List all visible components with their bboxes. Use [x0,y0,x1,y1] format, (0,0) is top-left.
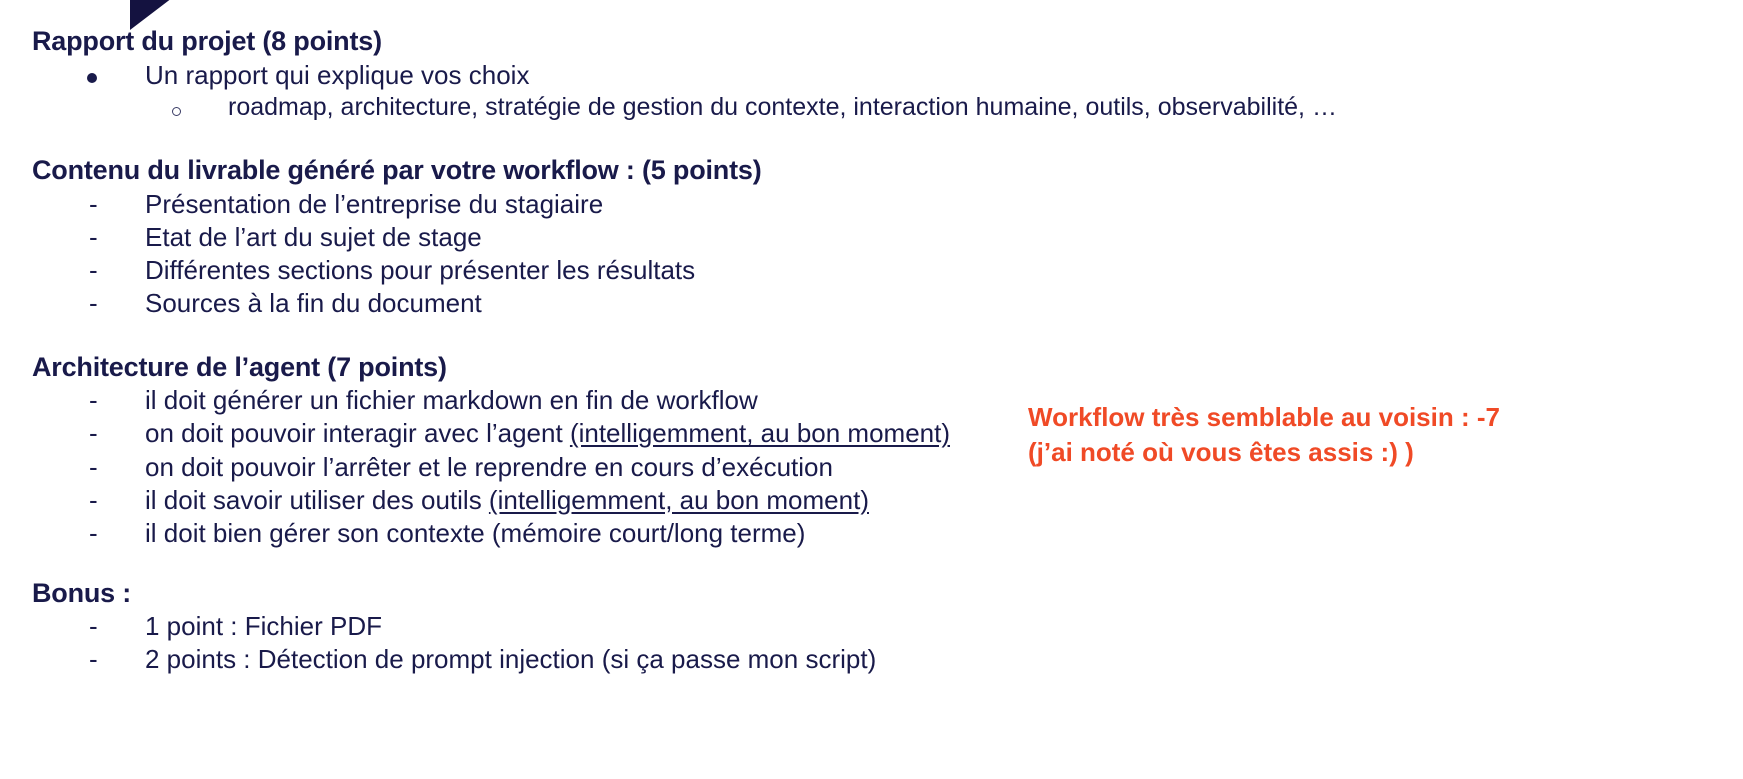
decorative-triangle-icon [130,0,172,30]
list-item: il doit bien gérer son contexte (mémoire… [32,517,1152,550]
section-bonus: Bonus : 1 point : Fichier PDF 2 points :… [32,576,1152,677]
spacer [32,550,1152,576]
list-item: Etat de l’art du sujet de stage [32,221,1152,254]
list-item: 1 point : Fichier PDF [32,610,1152,643]
list-item-text: on doit pouvoir interagir avec l’agent [145,418,570,449]
annotation-line-2: (j’ai noté où vous êtes assis :) ) [1028,436,1414,467]
list-item: roadmap, architecture, stratégie de gest… [32,92,1337,124]
list-item: Différentes sections pour présenter les … [32,254,1152,287]
list-item-text: il doit savoir utiliser des outils [145,484,489,515]
section-architecture-agent: Architecture de l’agent (7 points) il do… [32,350,1152,550]
list-item: 2 points : Détection de prompt injection… [32,643,1152,676]
list-item: il doit générer un fichier markdown en f… [32,384,1152,417]
list-item: Sources à la fin du document [32,287,1152,320]
list-item: Un rapport qui explique vos choix [32,59,1152,92]
section-heading: Rapport du projet (8 points) [32,26,382,56]
bullet-list: Un rapport qui explique vos choix roadma… [32,59,1337,124]
section-heading: Architecture de l’agent (7 points) [32,351,447,382]
list-item: il doit savoir utiliser des outils (inte… [32,484,1152,517]
section-heading: Bonus : [32,577,132,608]
annotation-line-1: Workflow très semblable au voisin : -7 [1028,402,1500,432]
bullet-list: 1 point : Fichier PDF 2 points : Détecti… [32,610,1152,676]
grading-annotation: Workflow très semblable au voisin : -7 (… [1028,400,1588,469]
spacer [32,123,1152,153]
section-contenu-du-livrable: Contenu du livrable généré par votre wor… [32,153,1152,320]
list-item: on doit pouvoir interagir avec l’agent (… [32,417,1152,450]
list-item: on doit pouvoir l’arrêter et le reprendr… [32,451,1152,484]
list-item-underlined-text: (intelligemment, au bon moment) [569,418,950,449]
list-item-underlined-text: (intelligemment, au bon moment) [488,484,869,515]
bullet-list: Présentation de l’entreprise du stagiair… [32,188,1152,320]
slide-content: Rapport du projet (8 points) Un rapport … [32,24,1337,677]
list-item: Présentation de l’entreprise du stagiair… [32,188,1152,221]
spacer [32,320,1152,350]
section-rapport-du-projet: Rapport du projet (8 points) Un rapport … [32,24,1337,124]
section-heading: Contenu du livrable généré par votre wor… [32,155,762,186]
bullet-list: il doit générer un fichier markdown en f… [32,384,1152,549]
